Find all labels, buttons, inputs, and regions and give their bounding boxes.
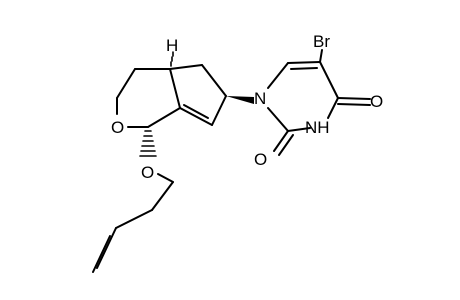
bond-c4a-c5: [169, 64, 203, 70]
bond-ch-ch2-double-inner: [92, 235, 111, 273]
bond-c2u-n1: [267, 107, 289, 132]
atom-h-stereo: H: [166, 36, 178, 55]
bond-c4u-n3: [327, 97, 339, 119]
bond-c6u-c5u: [287, 61, 321, 64]
bond-c7-c7a-double: [183, 104, 209, 119]
atom-o-carbonyl-bottom: O: [254, 150, 267, 169]
bond-c4-c3: [116, 68, 136, 99]
bond-c4u-o: [337, 97, 371, 100]
bond-c7-c7a: [179, 107, 213, 126]
bond-n1-c6u: [267, 62, 289, 89]
atom-br: Br: [313, 32, 330, 51]
bond-ch2-ch2: [151, 181, 174, 211]
bond-c4u-o-double: [337, 103, 371, 106]
bond-ch2-ch: [115, 209, 153, 229]
bond-o-ch2: [157, 173, 174, 183]
atom-o-ether: O: [141, 163, 154, 182]
bond-c5u-c4u: [319, 61, 339, 99]
bond-n3-c2u: [287, 127, 311, 132]
bond-ch-ch2-double: [96, 227, 117, 269]
atom-o-carbonyl-top: O: [370, 92, 383, 111]
atom-o-ring: O: [111, 118, 124, 137]
bond-c2u-o: [273, 130, 289, 152]
bond-c1-c7a: [147, 107, 181, 128]
stereo-wedge-n: [226, 96, 254, 104]
bond-c2u-o-double: [278, 134, 294, 156]
bond-c6-c7: [211, 95, 227, 126]
stereo-hash-ether: [139, 130, 157, 157]
bond-c6u-c5u-double: [290, 67, 318, 70]
bond-c5-c6: [201, 64, 227, 97]
atom-nh: NH: [305, 118, 330, 137]
atom-n1: N: [254, 89, 266, 108]
stereo-hash-h: [170, 51, 174, 67]
bond-c5u-br: [319, 49, 323, 63]
bond-c7a-c4a: [169, 68, 181, 109]
